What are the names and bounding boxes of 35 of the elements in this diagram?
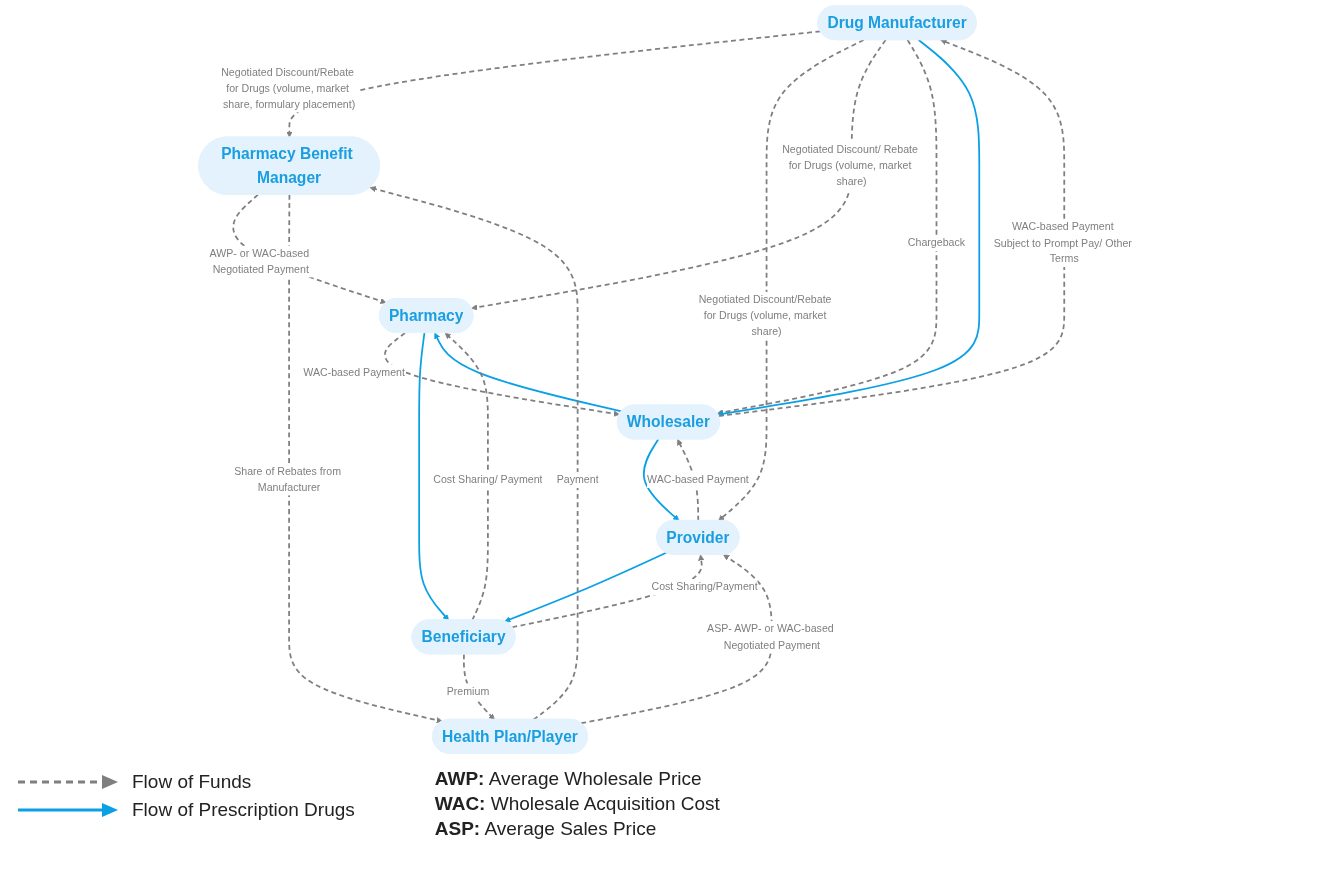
abbreviation-note: WAC: Wholesale Acquisition Cost bbox=[434, 793, 720, 815]
arrow bbox=[677, 439, 700, 522]
edge-label: WAC-based Payment Subject to Prompt Pay/ Other Terms bbox=[993, 220, 1132, 265]
arrow bbox=[717, 39, 938, 416]
edge-label: Chargeback bbox=[907, 236, 966, 249]
edge-label: AWP- or WAC-based Negotiated Payment bbox=[209, 247, 310, 276]
abbreviation-note: ASP: Average Sales Price bbox=[434, 818, 658, 840]
edge-label: ASP- AWP- or WAC-based Negotiated Payment bbox=[707, 622, 834, 651]
arrow bbox=[286, 30, 822, 138]
arrow bbox=[434, 332, 623, 413]
edge-label: WAC-based Payment bbox=[303, 365, 405, 378]
edge-label: WAC-based Payment bbox=[647, 473, 749, 486]
arrow bbox=[504, 551, 668, 623]
edge-label: Cost Sharing/ Payment bbox=[433, 473, 543, 486]
edge-label: Payment bbox=[556, 473, 599, 486]
edge-label: Cost Sharing/Payment bbox=[651, 580, 758, 593]
edge-label: Premium bbox=[446, 684, 490, 697]
arrow bbox=[580, 554, 773, 725]
arrow bbox=[718, 39, 865, 522]
abbreviation-note: AWP: Average Wholesale Price bbox=[434, 768, 703, 790]
arrow bbox=[463, 653, 495, 720]
legend-text: Flow of Funds bbox=[132, 771, 252, 793]
arrow bbox=[288, 193, 443, 724]
edge-label: Share of Rebates from Manufacturer bbox=[234, 465, 342, 494]
arrow bbox=[717, 39, 981, 417]
edge-label: Negotiated Discount/ Rebate for Drugs (volume, market share) bbox=[782, 143, 918, 188]
arrow bbox=[642, 438, 680, 522]
arrow bbox=[418, 332, 450, 621]
legend-text: Flow of Prescription Drugs bbox=[132, 799, 355, 821]
arrow bbox=[471, 39, 887, 311]
edge-label: Negotiated Discount/Rebate for Drugs (volume, market share) bbox=[698, 293, 832, 338]
edge-label: Negotiated Discount/Rebate for Drugs (volume, market share, formulary placement) bbox=[221, 65, 356, 110]
arrow bbox=[384, 332, 620, 417]
arrow bbox=[717, 39, 1066, 417]
arrow bbox=[369, 186, 579, 721]
